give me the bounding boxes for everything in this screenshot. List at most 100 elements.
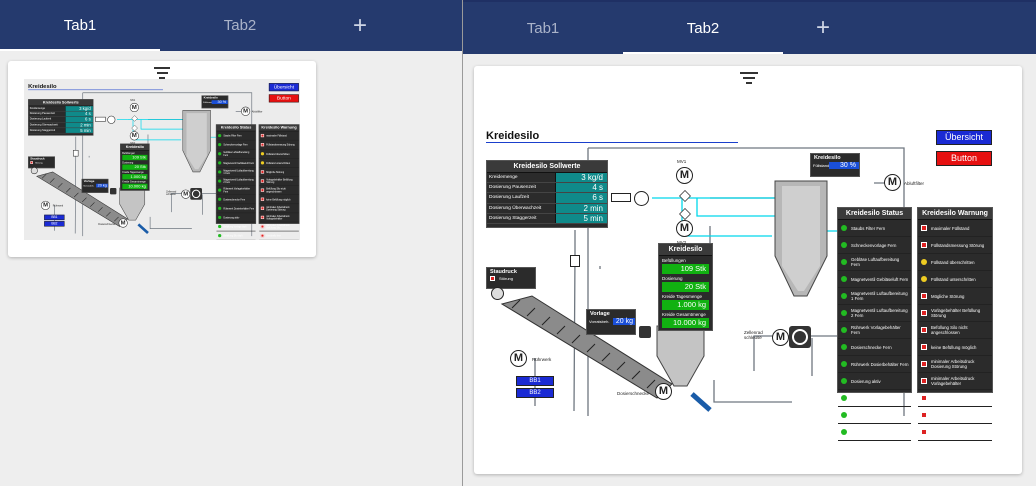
motor-abluft-icon[interactable]: M [241,106,251,116]
process-diagram: Kreidesilo Übersicht Button Kreidesilo S… [482,126,1010,441]
sollwert-label: Dosierung Überwachzeit [29,123,58,127]
sollwert-label: Dosierung Laufzeit [489,195,529,201]
sollwert-value[interactable]: 6 s [65,117,93,122]
sollwert-value[interactable]: 6 s [555,193,607,203]
counter-value: 109 Stk [122,154,148,161]
valve-bypass-icon[interactable] [570,255,580,267]
vorlage-label: Vorratsbeh. [83,184,95,187]
status-row: Dosierschnecke Fern [838,339,911,356]
motor-zellenrad-icon[interactable]: M [772,329,789,346]
warnung-indicator [921,259,927,265]
fuellstand-value: 30 % [829,162,859,169]
motor-mv2-icon[interactable]: M [676,220,693,237]
motor-mv1-icon[interactable]: M [676,167,693,184]
bb2-button[interactable]: BB2 [44,221,65,227]
warnung-row: Kreidesilo Störung Allgemein [918,424,992,441]
status-label: Befüllung Silo läuft [851,412,887,418]
status-label: Gebläse Luftaufbereitung Fern [851,257,900,267]
red-button[interactable]: Button [936,151,992,166]
staudruck-title: Staudruck [490,269,517,275]
pane-divider[interactable] [462,0,463,486]
warnung-indicator [921,310,927,316]
status-row: Rührwerk Vorlagebehälter Fern [216,186,256,195]
status-row: Schneckenvorlage Fern [216,140,256,150]
status-row: Staubs Filter Fern [838,220,911,237]
status-title: Kreidesilo Status [838,208,911,220]
counter-label: Dosierung [662,276,683,281]
blower-icon[interactable] [634,191,649,206]
status-led [841,378,847,384]
motor-mv1-icon[interactable]: M [129,102,139,113]
uebersicht-button[interactable]: Übersicht [268,83,299,92]
left-tab-bar: Tab1 Tab2 + [0,0,462,51]
filter-icon[interactable] [740,72,758,87]
warnung-indicator [921,378,927,384]
zellenrad-icon[interactable] [789,326,811,348]
warnung-indicator [260,161,265,165]
right-tab-1[interactable]: Tab1 [526,19,560,37]
warnung-label: Vorlagebehälter Befüllung Störung [266,178,293,184]
status-label: Magnetventil Luftaufbereitung 1 Fern [223,169,254,175]
sollwert-value[interactable]: 2 min [65,122,93,128]
warnung-row: Füllstand überschritten [918,254,992,271]
motor-ruehrwerk-icon[interactable]: M [40,200,51,210]
sollwert-value[interactable]: 3 kg/d [555,173,607,183]
warnung-label: Kreidesilo Störung Allgemein [931,429,986,435]
sollwert-value[interactable]: 3 kg/d [65,106,93,112]
left-add-tab-button[interactable]: + [352,11,367,39]
warnung-indicator [260,234,265,238]
bb2-button[interactable]: BB2 [516,388,554,398]
staudruck-title: Staudruck [30,157,45,161]
zellenrad-icon[interactable] [190,188,203,200]
sollwert-label: Dosierung Staggerzeit [489,215,537,221]
sollwert-value[interactable]: 4 s [555,183,607,193]
sollwert-row: Dosierung Überwachzeit 2 min [28,122,93,128]
status-led [841,225,847,231]
warnung-label: Vorlagebehälter Befüllung Störung [931,308,981,318]
right-tab-2[interactable]: Tab2 [623,2,783,54]
fuellstand-label: Füllstand [203,100,212,104]
left-tab-2[interactable]: Tab2 [223,17,257,34]
warnung-label: Füllstand unterschritten [931,276,976,282]
staudruck-panel: Staudruck Störung [28,156,55,169]
motor-dosier-icon[interactable]: M [655,383,672,400]
mv2-label: MV2 [130,141,136,145]
motor-zellenrad-icon[interactable]: M [181,189,191,199]
status-label: Dosierung aktiv [851,378,881,384]
motor-mv2-icon[interactable]: M [129,131,139,141]
left-tab-1[interactable]: Tab1 [0,0,160,51]
status-led [218,179,222,183]
blower-icon[interactable] [107,115,116,124]
status-row: Magnetventil Gebläseluft Fern [216,159,256,168]
sollwert-value[interactable]: 4 s [65,111,93,117]
warnung-row: minimaler Arbeitsdruck Vorlagebehälter [259,213,299,223]
sollwerte-title: Kreidesilo Sollwerte [487,161,607,173]
sollwert-value[interactable]: 5 min [555,213,607,223]
motor-abluft-icon[interactable]: M [884,174,901,191]
dosierschnecke-label: Dosierschnecke [98,222,116,226]
warnung-label: minimaler Arbeitsdruck Dosierung Störung [266,205,290,212]
counter-label: Kreide Gesamtmenge [662,312,706,317]
motor-ruehrwerk-icon[interactable]: M [510,350,527,367]
diagram-thumbnail[interactable]: Kreidesilo Übersicht Button Kreidesilo S… [24,79,300,240]
warnung-row: minimaler Arbeitsdruck Vorlagebehälter [918,373,992,390]
filter-icon[interactable] [154,67,170,82]
sollwert-value[interactable]: 5 min [65,127,93,133]
motor-dosier-icon[interactable]: M [118,218,128,228]
status-led [841,429,847,435]
status-label: Rührwerk Vorlagebehälter Fern [223,187,250,193]
warnung-label: Mögliche Störung [266,170,285,174]
red-button[interactable]: Button [268,94,299,103]
valve-bypass-icon[interactable] [73,150,79,157]
bb1-button[interactable]: BB1 [44,214,65,221]
status-row: Magnetventil Luftaufbereitung 2 Fern [838,305,911,322]
right-add-tab-button[interactable]: + [815,14,830,41]
uebersicht-button[interactable]: Übersicht [936,130,992,145]
status-label: Schneckenvorlage Fern [223,143,248,147]
warnung-label: minimaler Arbeitsdruck Vorlagebehälter [931,376,975,386]
bb1-button[interactable]: BB1 [516,376,554,386]
status-label: Dosierschnecke Fern [851,344,892,350]
sollwert-value[interactable]: 2 min [555,203,607,213]
